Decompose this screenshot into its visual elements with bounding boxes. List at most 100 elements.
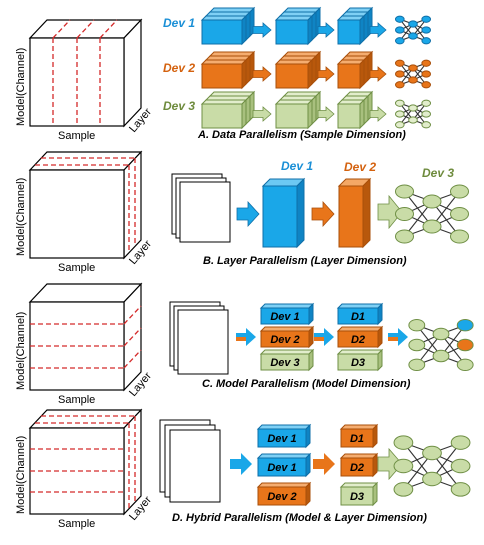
neuron (408, 358, 426, 372)
panel-c-d-label: D3 (351, 357, 365, 369)
arrow (252, 106, 272, 122)
panel-d-dev-label: Dev 1 (267, 462, 296, 474)
panel-b: Dev 1 Dev 2 Dev 3 B. Layer Parallelism (… (171, 159, 469, 267)
block (274, 58, 314, 90)
input-pages (159, 419, 221, 503)
panel-d-d-label: D1 (350, 433, 364, 445)
arrow (311, 200, 335, 228)
neuron (408, 338, 426, 352)
neuron (394, 70, 405, 78)
block (200, 14, 248, 46)
dual-arrow (314, 328, 334, 346)
model-axis-label: Model(Channel) (15, 178, 27, 256)
panel-d-d-3: D3 (339, 481, 379, 507)
layer-stack (336, 6, 374, 46)
neuron (408, 318, 426, 332)
arrow (369, 66, 387, 82)
layer-stack (200, 50, 256, 90)
model-axis-label: Model(Channel) (15, 312, 27, 390)
neuron (421, 37, 432, 45)
panel-c-dev-label: Dev 3 (270, 357, 299, 369)
panel-b-caption: B. Layer Parallelism (Layer Dimension) (203, 255, 407, 267)
cube-d: Model(Channel) Sample Layer (15, 408, 154, 530)
neuron (393, 458, 414, 474)
neural-network-icon (393, 435, 471, 497)
block (200, 98, 248, 130)
neuron (421, 121, 432, 129)
neuron (422, 471, 442, 487)
neuron (394, 81, 405, 89)
neuron (395, 184, 414, 199)
neuron (421, 26, 432, 34)
neuron (421, 59, 432, 67)
neuron (394, 99, 405, 107)
neuron (395, 207, 414, 221)
panel-a-dev2-label: Dev 2 (163, 61, 195, 75)
arrow (377, 447, 403, 481)
sample-axis-label: Sample (58, 394, 95, 406)
neuron (394, 121, 405, 129)
neuron (408, 116, 418, 124)
panel-c-dev-2: Dev 2 (259, 325, 315, 349)
sample-axis-label: Sample (58, 130, 95, 142)
panel-d-d-label: D3 (350, 491, 364, 503)
arrow (317, 22, 335, 38)
layer-stack (200, 90, 256, 130)
neuron (421, 70, 432, 78)
neuron (394, 59, 405, 67)
panel-d-dev-1: Dev 1 (256, 423, 312, 449)
panel-b-dev3-label: Dev 3 (422, 166, 454, 180)
arrow (313, 453, 335, 475)
panel-c-dev-label: Dev 1 (270, 311, 299, 323)
neuron (450, 435, 471, 450)
cube-a: Model(Channel) Sample Layer (15, 18, 154, 142)
panel-c-d-label: D1 (351, 311, 365, 323)
panel-a-rows (200, 6, 432, 130)
panel-a-device-row (200, 90, 432, 130)
block (336, 58, 366, 90)
block (274, 98, 314, 130)
neuron (394, 37, 405, 45)
panel-c-caption: C. Model Parallelism (Model Dimension) (202, 378, 411, 390)
panel-b-dev2-label: Dev 2 (344, 160, 376, 174)
layer-stack (200, 6, 256, 46)
panel-d-dev-label: Dev 1 (267, 433, 296, 445)
panel-d-caption: D. Hybrid Parallelism (Model & Layer Dim… (172, 512, 427, 524)
panel-a-device-row (200, 50, 432, 90)
panel-c-d-label: D2 (351, 334, 365, 346)
input-pages (169, 301, 229, 375)
model-axis-label: Model(Channel) (15, 48, 27, 126)
neuron (456, 358, 474, 372)
panel-a-dev3-label: Dev 3 (163, 99, 195, 113)
neural-network-icon (408, 318, 474, 372)
arrow (317, 106, 335, 122)
layer-stack (274, 50, 322, 90)
neuron (408, 32, 418, 40)
neuron (421, 99, 432, 107)
neuron (408, 104, 418, 112)
layer-stack (336, 50, 374, 90)
panel-c-d-2: D2 (336, 325, 384, 349)
neuron (394, 110, 405, 118)
block (336, 14, 366, 46)
neuron (408, 76, 418, 84)
model-axis-label: Model(Channel) (15, 436, 27, 514)
cube-c: Model(Channel) Sample Layer (15, 282, 154, 406)
panel-c-d-3: D3 (336, 348, 384, 372)
sample-axis-label: Sample (58, 518, 95, 530)
panel-c-dev-3: Dev 3 (259, 348, 315, 372)
neural-network-icon (395, 184, 469, 244)
neuron (421, 15, 432, 23)
panel-c-dev-label: Dev 2 (270, 334, 299, 346)
block (336, 98, 366, 130)
neuron (408, 64, 418, 72)
neuron (456, 318, 474, 332)
panel-a: Dev 1 Dev 2 Dev 3 A. Data Parallelism (S… (163, 6, 432, 141)
panel-a-dev1-label: Dev 1 (163, 16, 195, 30)
neuron (408, 20, 418, 28)
